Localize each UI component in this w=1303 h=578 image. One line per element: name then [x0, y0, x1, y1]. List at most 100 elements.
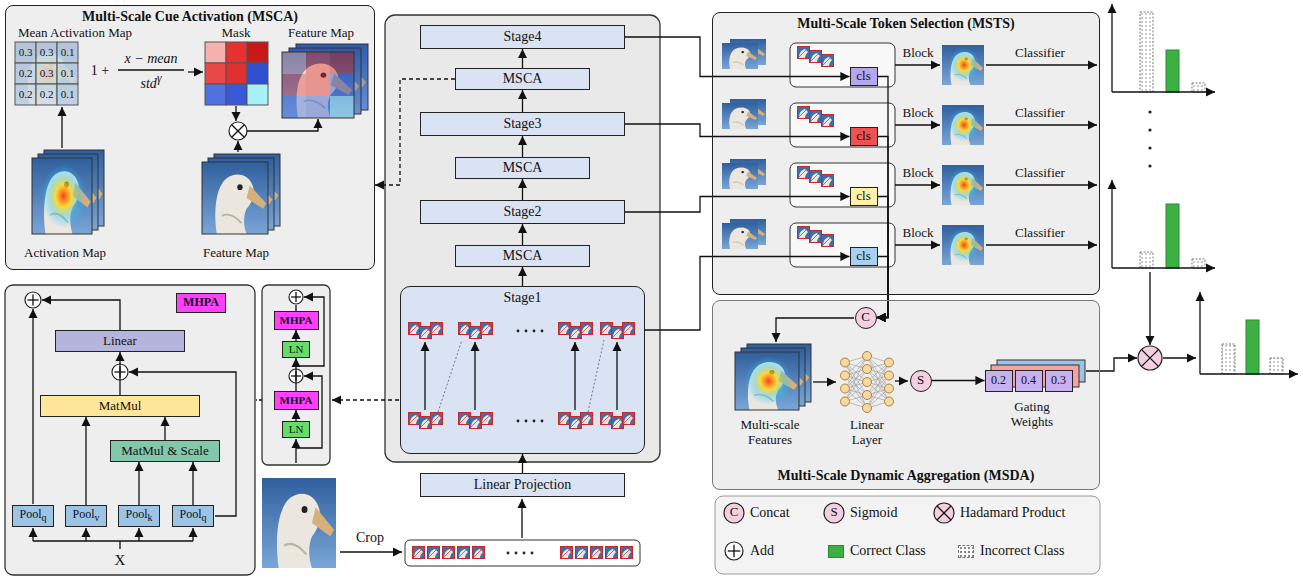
wire-line [188, 71, 203, 72]
annotation-text: Activation Map [24, 246, 106, 261]
wire-line [616, 342, 617, 410]
connector [522, 136, 523, 157]
ellipsis-dot [507, 552, 510, 555]
picture [722, 43, 758, 69]
label-slot: Block [902, 166, 933, 181]
patch-picture [559, 323, 571, 335]
ellipsis-dot [541, 420, 544, 423]
ellipsis-dot [533, 330, 536, 333]
connector [522, 224, 523, 245]
legend-swatch [828, 545, 844, 558]
node-text: Poolv [72, 508, 99, 524]
legend-text: Add [750, 543, 774, 559]
legend-swatch [958, 545, 974, 558]
connector [625, 124, 850, 137]
mask-overlay [282, 52, 306, 74]
wire-line [776, 318, 854, 342]
node-text: Stage3 [503, 116, 541, 132]
annotation-text: 0.2 [19, 67, 33, 80]
product-symbol [934, 503, 954, 523]
stage-box: Stage2 [420, 200, 625, 224]
product-symbol [1138, 346, 1162, 370]
module-panel: Multi-Scale Cue Activation (MSCA) [5, 5, 375, 270]
connector [877, 257, 889, 318]
token-box: cls [850, 127, 878, 146]
wire-line [85, 528, 86, 541]
pool-box: Poolv [65, 505, 107, 527]
mask-cell [226, 63, 247, 84]
patch-picture [459, 413, 471, 425]
node-text: Poolq [179, 508, 206, 524]
label-slot: Classifier [1015, 106, 1065, 121]
picture [722, 163, 758, 189]
ellipsis-dot [533, 420, 536, 423]
annotation-text: 0.3 [40, 67, 54, 80]
token-group [790, 163, 895, 207]
annotation-text: 1 + [91, 63, 109, 79]
panel-fill [712, 12, 1100, 295]
wire-line [574, 342, 575, 410]
patch-picture [570, 327, 582, 339]
layer-box: MatMul [40, 395, 200, 417]
label-slot: Crop [356, 530, 384, 546]
patch-picture [570, 417, 582, 429]
node-text: cls [856, 129, 870, 144]
token-box: cls [850, 67, 878, 86]
connector [119, 352, 120, 395]
wire-line [986, 124, 1097, 125]
label-slot: Classifier [1015, 226, 1065, 241]
connector [522, 454, 523, 473]
add-symbol [289, 290, 303, 304]
annotation-text: 0.2 [40, 88, 54, 101]
connector [522, 49, 523, 68]
label-slot: 0.3 [40, 46, 54, 59]
token-box: cls [850, 187, 878, 206]
add-symbol [295, 292, 296, 302]
ellipsis-dot [523, 552, 526, 555]
concat-symbol [724, 503, 744, 523]
patch-strip [405, 540, 640, 566]
ellipsis-dot [517, 330, 520, 333]
node-text: Stage4 [503, 29, 541, 45]
panel-fill [5, 5, 375, 270]
patch-picture [409, 413, 421, 425]
wire-line [235, 106, 236, 121]
node-text: 0.2 [991, 374, 1006, 388]
wire-line [474, 342, 475, 410]
picture-outline [202, 162, 268, 234]
node-text: S [917, 373, 924, 388]
picture [262, 478, 336, 568]
patch-picture [798, 107, 810, 119]
annotation-text: 0.1 [61, 67, 75, 80]
annotation-text: Block [902, 226, 933, 241]
patch-picture [623, 413, 635, 425]
token-group [790, 223, 895, 267]
annotation-text: Feature Map [203, 246, 269, 261]
panel-fill [400, 286, 645, 454]
patch-picture [810, 51, 822, 63]
legend-text: Incorrect Class [980, 543, 1064, 559]
mask-overlay [306, 74, 330, 96]
class-bar [1222, 344, 1235, 374]
wire-line [895, 184, 940, 185]
node-text: MHPA [280, 394, 313, 407]
sigmoid-symbol [824, 503, 844, 523]
label-slot: x − mean [125, 51, 178, 67]
label-slot: 0.1 [61, 46, 75, 59]
weight-layer [991, 365, 1079, 387]
connector [877, 137, 889, 318]
mask-overlay [330, 74, 354, 96]
product-symbol [232, 125, 245, 138]
mask-cell [205, 84, 226, 105]
picture-outline [735, 352, 799, 410]
label-slot: 1 + [91, 63, 109, 79]
legend-item: Correct Class [828, 542, 926, 560]
patch-picture [798, 47, 810, 59]
add-symbol [25, 292, 41, 308]
legend-text: Correct Class [850, 543, 926, 559]
wire-line [332, 399, 399, 400]
picture [282, 52, 354, 118]
module-panel: Multi-Scale Dynamic Aggregation (MSDA)CS… [712, 300, 1100, 490]
node-text: Poolk [125, 508, 152, 524]
